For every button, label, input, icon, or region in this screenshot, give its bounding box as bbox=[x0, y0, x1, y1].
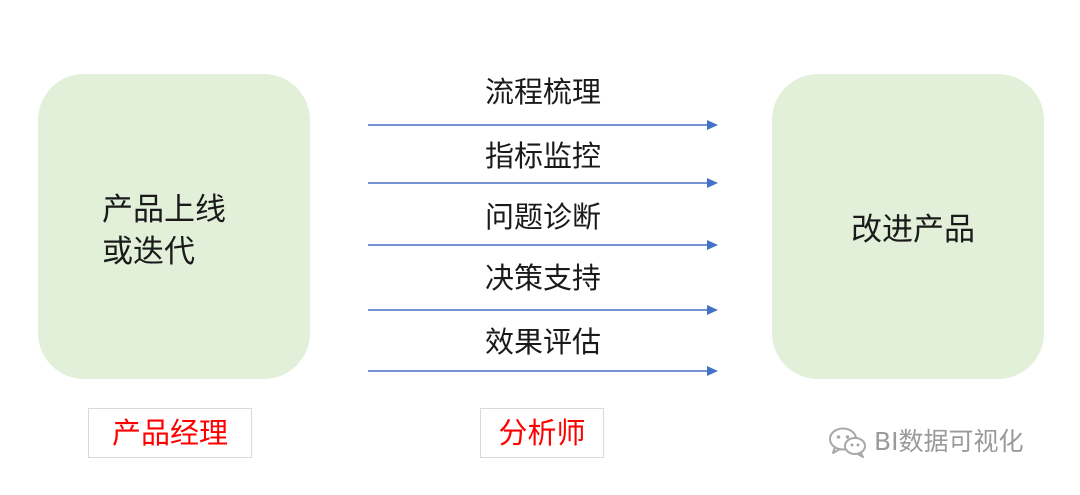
arrow-5 bbox=[368, 366, 718, 376]
target-box bbox=[772, 74, 1044, 379]
watermark: BI数据可视化 bbox=[828, 424, 1024, 460]
arrow-4 bbox=[368, 305, 718, 315]
wechat-icon bbox=[829, 427, 866, 458]
source-box-line1: 产品上线 bbox=[102, 192, 226, 228]
source-box bbox=[38, 74, 310, 379]
arrow-2 bbox=[368, 178, 718, 188]
step-label-evaluation: 效果评估 bbox=[484, 325, 601, 359]
step-label-monitoring: 指标监控 bbox=[484, 139, 601, 173]
arrow-3 bbox=[368, 240, 718, 250]
step-label-process: 流程梳理 bbox=[484, 75, 601, 109]
arrow-1 bbox=[368, 120, 718, 130]
step-label-decision: 决策支持 bbox=[484, 261, 601, 295]
target-box-label: 改进产品 bbox=[851, 212, 975, 248]
watermark-text: BI数据可视化 bbox=[874, 427, 1024, 456]
role-analyst: 分析师 bbox=[480, 408, 604, 458]
role-product-manager: 产品经理 bbox=[88, 408, 252, 458]
step-label-diagnosis: 问题诊断 bbox=[484, 200, 601, 234]
source-box-line2: 或迭代 bbox=[102, 234, 195, 270]
